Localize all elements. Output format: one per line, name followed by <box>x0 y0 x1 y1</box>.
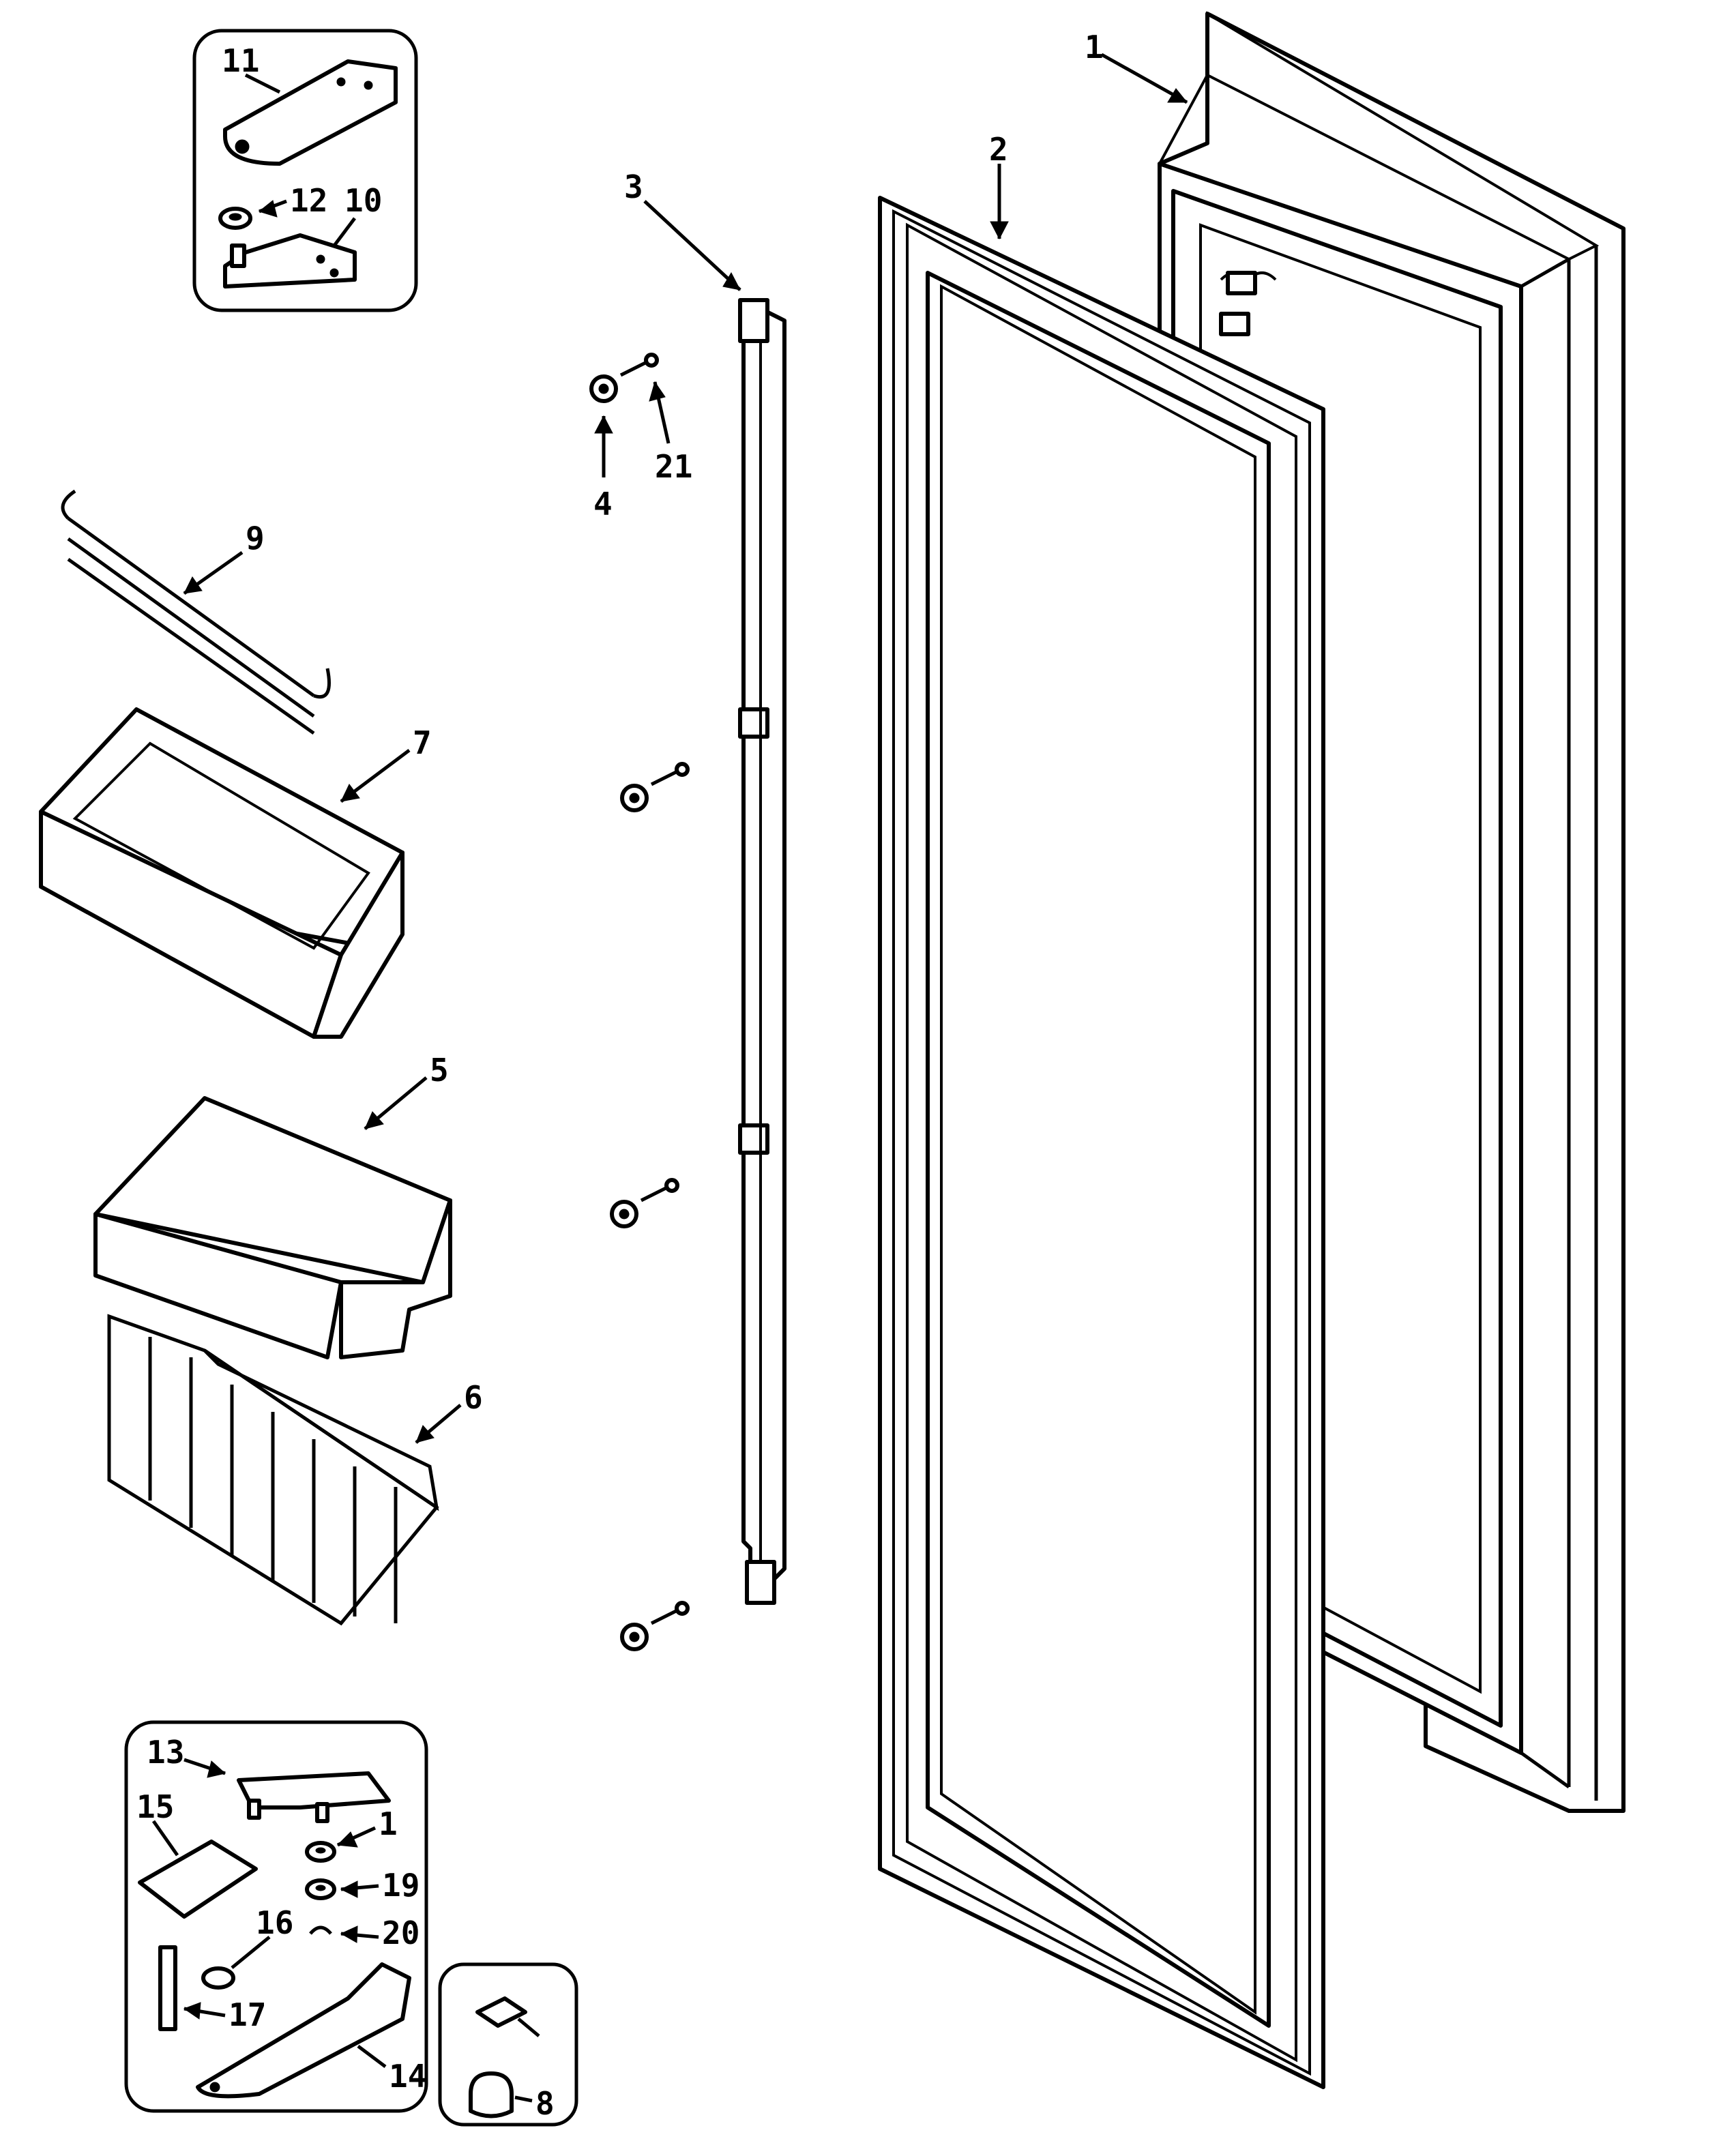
bushing-4b <box>620 784 649 812</box>
callout-1b: 1 <box>379 1805 398 1842</box>
callout-7: 7 <box>413 724 432 761</box>
plug-8b <box>469 2071 514 2118</box>
washer-12 <box>218 207 252 230</box>
screw-21d <box>650 1601 690 1625</box>
callout-11: 11 <box>222 42 259 79</box>
screw-21c <box>640 1178 679 1202</box>
callout-13: 13 <box>147 1734 184 1771</box>
pin-17 <box>158 1945 177 2031</box>
callout-12: 12 <box>290 182 327 219</box>
callout-17: 17 <box>229 1996 266 2033</box>
callout-16: 16 <box>256 1904 293 1941</box>
callout-6: 6 <box>464 1379 483 1416</box>
cover-plate-15 <box>138 1840 258 1919</box>
screw-21b <box>650 762 690 786</box>
callout-21: 21 <box>655 448 692 485</box>
callout-1: 1 <box>1085 29 1104 65</box>
door-bin-7-part <box>39 707 404 1039</box>
washer-19 <box>305 1878 336 1900</box>
hinge-plate-10 <box>223 233 357 289</box>
callout-14: 14 <box>389 2058 426 2095</box>
callout-leaders <box>151 53 1188 2103</box>
bushing-4a <box>589 374 618 403</box>
hinge-bracket-13 <box>237 1771 391 1823</box>
part-8-inset <box>438 1962 578 2127</box>
callout-10: 10 <box>344 182 382 219</box>
callout-15: 15 <box>136 1788 174 1825</box>
clip-20 <box>309 1925 332 1935</box>
hinge-bracket-14 <box>196 1962 411 2099</box>
callout-3: 3 <box>624 168 643 205</box>
callout-2: 2 <box>989 131 1008 168</box>
door-bin-5-part <box>93 1096 452 1359</box>
rail-bushings-and-screws <box>589 353 690 1651</box>
bushing-16 <box>201 1966 235 1990</box>
shelf-rail-part <box>738 298 786 1605</box>
bottom-hinge-inset <box>124 1720 428 2113</box>
callout-8: 8 <box>535 2085 555 2122</box>
retainer-bars-part <box>61 489 331 735</box>
callout-5: 5 <box>430 1052 449 1089</box>
callout-20: 20 <box>382 1915 420 1951</box>
wire-basket-part <box>107 1314 439 1626</box>
bushing-4c <box>610 1200 638 1228</box>
clip-8a <box>475 1996 527 2028</box>
washer-1b <box>305 1841 336 1863</box>
hinge-plate-11 <box>223 59 398 166</box>
top-hinge-inset <box>192 29 418 312</box>
door-gasket-part <box>878 196 1325 2089</box>
callout-19: 19 <box>382 1867 420 1904</box>
screw-21a <box>619 353 659 377</box>
callout-labels: 1 2 3 4 21 9 7 5 6 11 12 10 13 15 1 19 1… <box>136 29 1104 2122</box>
callout-4: 4 <box>593 486 613 522</box>
callout-9: 9 <box>246 520 265 557</box>
bushing-4d <box>620 1623 649 1651</box>
